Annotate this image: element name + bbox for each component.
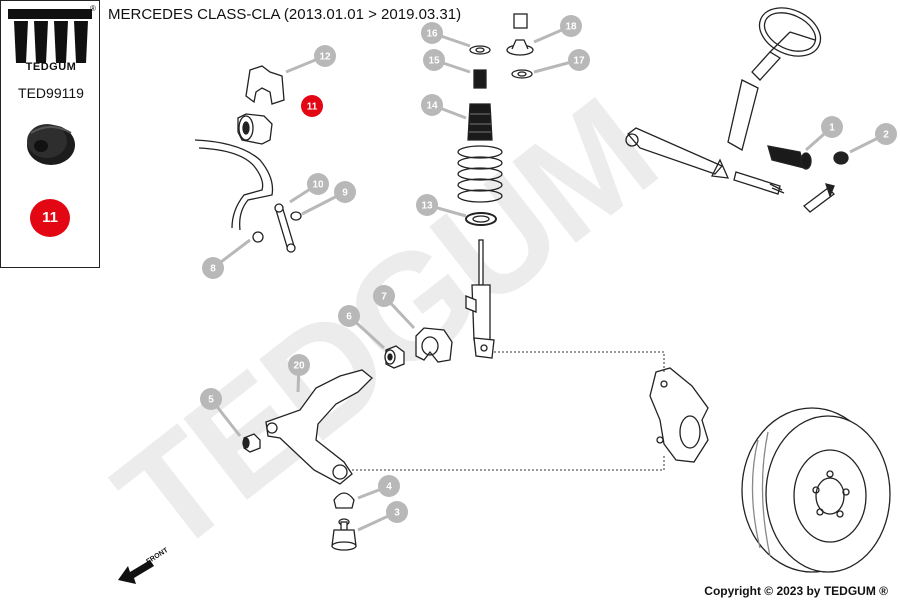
strut-mount-icon: [469, 13, 534, 79]
highlighted-part-badge: 11: [30, 199, 70, 237]
tedgum-logo-mark: [8, 9, 92, 63]
callout-number-9: 9: [342, 188, 348, 199]
callout-bubble-16: [421, 22, 443, 44]
callout-number-5: 5: [208, 395, 214, 406]
callout-number-1: 1: [829, 123, 835, 134]
copyright-notice: Copyright © 2023 by TEDGUM ®: [704, 584, 888, 598]
callout-17: 17: [533, 49, 590, 74]
watermark: TEDGUM: [86, 67, 683, 585]
coil-spring-icon: [457, 145, 503, 203]
stabilizer-link-icon: [252, 203, 302, 253]
callout-number-8: 8: [210, 264, 216, 275]
control-arm-bushing-bracket-icon: [415, 327, 453, 363]
callout-bubble-17: [568, 49, 590, 71]
spring-seat-icon: [465, 212, 497, 226]
callout-11: 11: [301, 95, 323, 117]
callout-number-12: 12: [319, 52, 331, 63]
callout-20: 20: [288, 354, 310, 393]
part-number: TED99119: [18, 85, 84, 101]
callout-number-14: 14: [426, 101, 438, 112]
callout-bubble-18: [560, 15, 582, 37]
callout-number-4: 4: [386, 482, 392, 493]
callout-number-6: 6: [346, 312, 352, 323]
callout-bubble-20: [288, 354, 310, 376]
callout-bubble-15: [423, 49, 445, 71]
brand-name: TEDGUM: [25, 61, 77, 73]
callout-14: 14: [421, 94, 467, 120]
stabilizer-bushing-icon: [237, 113, 273, 145]
callout-bubble-13: [416, 194, 438, 216]
steering-boot-icon: [767, 145, 812, 170]
rear-arm-bushing-icon: [242, 433, 261, 453]
callout-7: 7: [373, 285, 416, 330]
callout-bubble-11: [301, 95, 323, 117]
dust-boot-icon: [467, 103, 493, 141]
callout-3: 3: [357, 501, 408, 532]
registered-mark: ®: [90, 4, 96, 13]
bushing-thumbnail-icon: [27, 124, 75, 165]
lower-control-arm-icon: [265, 369, 373, 485]
callout-6: 6: [338, 305, 386, 350]
callout-bubble-14: [421, 94, 443, 116]
callout-16: 16: [421, 22, 471, 48]
callout-number-10: 10: [312, 180, 324, 191]
callout-10: 10: [289, 173, 329, 204]
callout-number-20: 20: [293, 361, 305, 372]
callout-number-18: 18: [565, 22, 577, 33]
callout-number-7: 7: [381, 292, 387, 303]
stabilizer-bar-icon: [194, 139, 274, 231]
tie-rod-icon: [733, 171, 785, 195]
callout-bubble-6: [338, 305, 360, 327]
callout-bubble-4: [378, 475, 400, 497]
shock-absorber-icon: [465, 239, 495, 359]
callout-bubble-7: [373, 285, 395, 307]
callout-13: 13: [416, 194, 467, 218]
callout-1: 1: [805, 116, 843, 152]
control-arm-bushing-icon: [384, 345, 405, 369]
callout-bubble-3: [386, 501, 408, 523]
part-info-panel: ® TEDGUM TED99119 11: [0, 0, 100, 268]
callout-number-17: 17: [573, 56, 585, 67]
tie-rod-end-icon: [803, 151, 849, 213]
callout-bubble-9: [334, 181, 356, 203]
callout-2: 2: [849, 123, 897, 154]
callout-15: 15: [423, 49, 471, 74]
callout-18: 18: [533, 15, 582, 44]
callout-bubble-1: [821, 116, 843, 138]
steering-knuckle-icon: [649, 367, 709, 463]
callout-number-2: 2: [883, 130, 889, 141]
callout-bubble-10: [307, 173, 329, 195]
callout-number-11: 11: [307, 102, 318, 113]
assembly-guide-lines: [352, 351, 665, 471]
ball-joint-icon: [331, 518, 357, 551]
callout-5: 5: [200, 388, 242, 437]
front-direction-arrow-icon: FRONT: [118, 547, 170, 584]
bump-stop-icon: [473, 69, 487, 89]
callout-number-15: 15: [428, 56, 440, 67]
callout-number-16: 16: [426, 29, 438, 40]
vehicle-title: MERCEDES CLASS-CLA (2013.01.01 > 2019.03…: [108, 6, 462, 23]
ball-joint-boot-icon: [333, 492, 355, 509]
callout-8: 8: [202, 238, 251, 279]
callout-bubble-12: [314, 45, 336, 67]
stabilizer-bracket-icon: [245, 65, 285, 105]
callout-9: 9: [301, 181, 356, 216]
callout-number-3: 3: [394, 508, 400, 519]
callout-bubble-2: [875, 123, 897, 145]
callout-bubble-5: [200, 388, 222, 410]
wheel-tire-icon: [741, 407, 891, 573]
callout-number-13: 13: [421, 201, 433, 212]
callout-12: 12: [285, 45, 336, 74]
steering-wheel-icon: [625, 7, 822, 179]
callout-bubble-8: [202, 257, 224, 279]
callout-4: 4: [357, 475, 400, 500]
